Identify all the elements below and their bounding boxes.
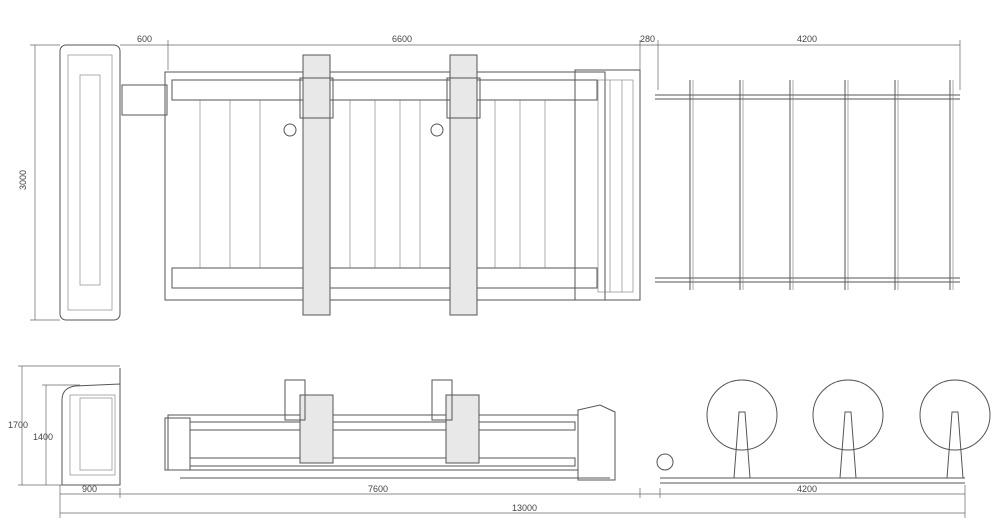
dim-1400: 1400 (33, 432, 53, 442)
roll-rack-side (656, 379, 991, 484)
roll-stand (733, 411, 751, 479)
dim-13000: 13000 (512, 503, 537, 513)
dim-7600: 7600 (368, 484, 388, 494)
dim-600: 600 (137, 34, 152, 44)
side-dimensions: 1700 1400 900 7600 4200 13000 (8, 365, 966, 518)
top-view: 600 6600 280 4200 3000 (18, 34, 961, 321)
control-unit-top (59, 44, 168, 321)
dim-280: 280 (640, 34, 655, 44)
unwinder-top (574, 69, 641, 301)
top-dimensions: 600 6600 280 4200 3000 (18, 34, 961, 321)
fabric-roll (812, 379, 884, 451)
cutting-table-top (164, 54, 606, 316)
side-view: 1700 1400 900 7600 4200 13000 (8, 365, 991, 518)
dim-6600: 6600 (392, 34, 412, 44)
fabric-roll (706, 379, 778, 451)
dim-4200-top: 4200 (797, 34, 817, 44)
roll-rack-top (655, 80, 960, 290)
control-unit-side (61, 368, 121, 486)
dim-900: 900 (82, 484, 97, 494)
dim-1700: 1700 (8, 420, 28, 430)
roll-stand (839, 411, 857, 479)
fabric-roll (919, 379, 991, 451)
dim-4200-side: 4200 (797, 484, 817, 494)
cutting-table-side (164, 379, 616, 481)
roll-stand (946, 411, 964, 479)
dim-3000: 3000 (18, 170, 28, 190)
